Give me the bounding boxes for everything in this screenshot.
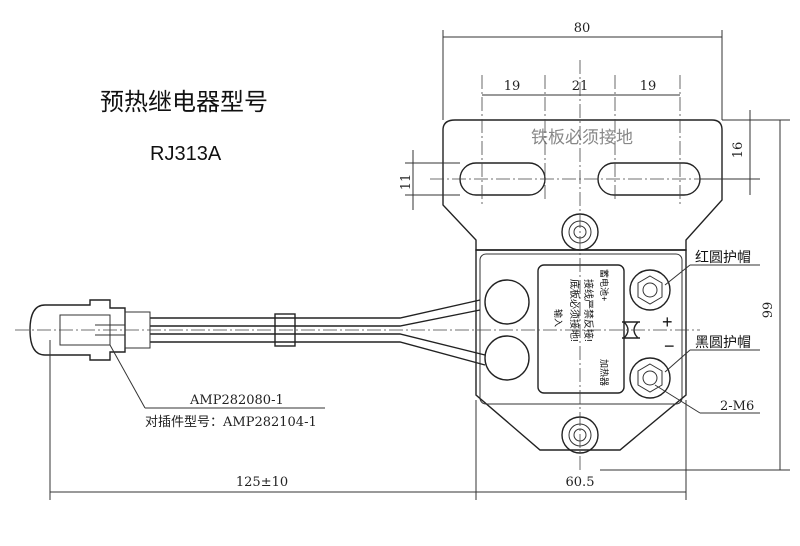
grommet-bottom (484, 335, 530, 381)
svg-text:21: 21 (572, 79, 589, 94)
svg-text:125±10: 125±10 (236, 475, 288, 490)
svg-text:19: 19 (640, 79, 657, 94)
svg-text:99: 99 (761, 302, 776, 319)
connector-mate: 对插件型号：AMP282104-1 (145, 415, 317, 430)
relay-body (475, 249, 687, 451)
svg-text:接线严禁反接!: 接线严禁反接! (582, 279, 595, 342)
svg-text:60.5: 60.5 (566, 475, 595, 490)
red-terminal (629, 269, 671, 311)
svg-text:80: 80 (574, 21, 591, 36)
black-cap-label: 黑圆护帽 (695, 334, 751, 350)
svg-text:底板必须接地!: 底板必须接地! (568, 279, 581, 342)
svg-text:19: 19 (504, 79, 521, 94)
connector (29, 299, 151, 361)
plus-sign: + (662, 312, 673, 332)
model: RJ313A (150, 143, 222, 165)
red-cap-label: 红圆护帽 (695, 249, 751, 265)
minus-sign: − (664, 336, 675, 356)
connector-part: AMP282080-1 (189, 393, 284, 408)
black-terminal (629, 357, 671, 399)
label-box (537, 264, 625, 394)
plate-text: 铁板必须接地 (531, 128, 633, 147)
label-text: 输入 底板必须接地! 接线严禁反接! 蓄电池+ 加热器 (553, 269, 610, 386)
svg-text:蓄电池+: 蓄电池+ (599, 269, 610, 301)
screw-spec: 2-M6 (720, 399, 754, 414)
svg-text:11: 11 (399, 174, 414, 191)
svg-text:输入: 输入 (553, 309, 564, 327)
svg-text:16: 16 (731, 142, 746, 159)
svg-text:加热器: 加热器 (599, 359, 610, 386)
title: 预热继电器型号 (100, 89, 268, 116)
cables (150, 299, 486, 366)
grommet-top (484, 279, 530, 325)
dimensions: 80 19 21 19 11 16 99 125±10 60.5 (49, 21, 790, 500)
